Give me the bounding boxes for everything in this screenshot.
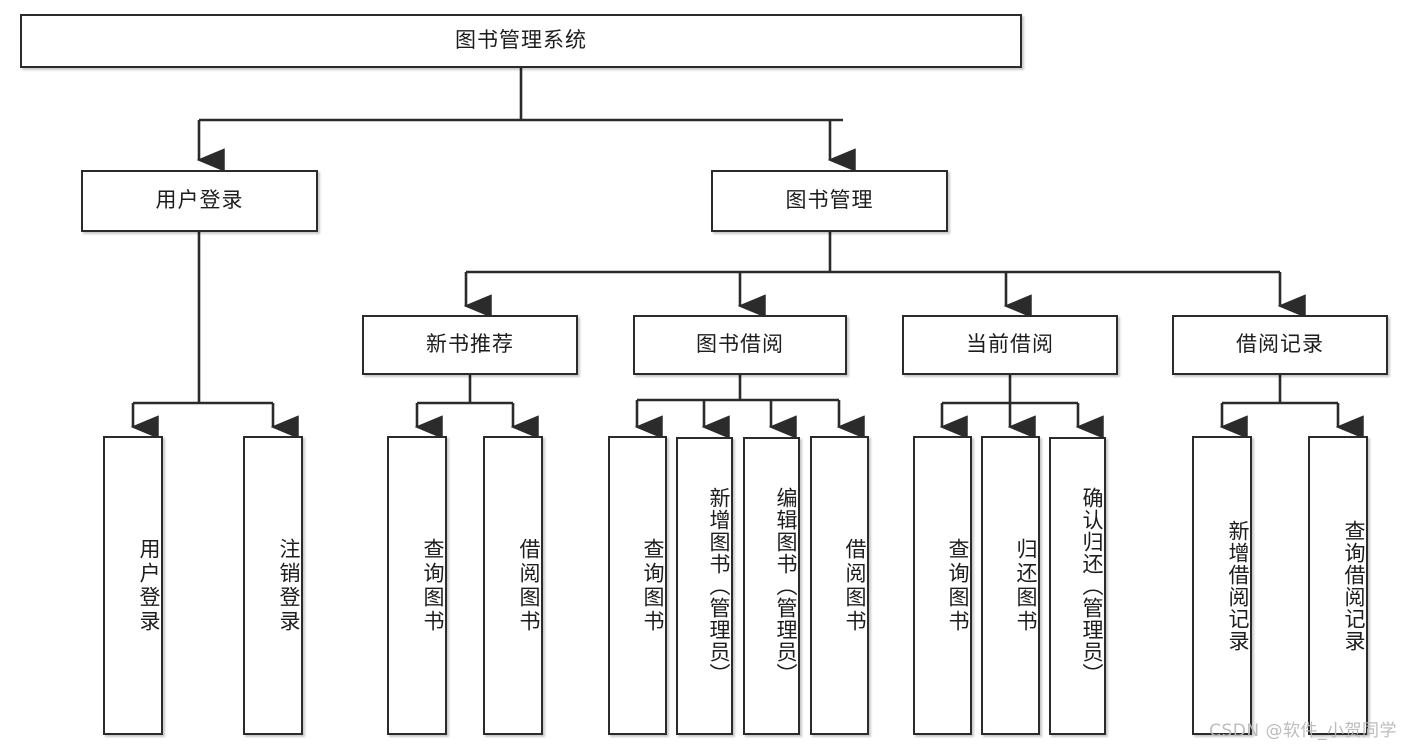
leaf-logout-login[interactable]: 注销登录 <box>243 436 303 735</box>
node-label: 图书管理系统 <box>455 28 587 53</box>
node-label: 归还图书 <box>1014 537 1038 634</box>
node-current-borrow[interactable]: 当前借阅 <box>902 315 1118 375</box>
leaf-return-book[interactable]: 归还图书 <box>981 436 1040 735</box>
node-label: 查询图书 <box>641 537 665 634</box>
leaf-add-borrow-record[interactable]: 新增借阅记录 <box>1192 436 1252 735</box>
node-label: 注销登录 <box>277 537 301 634</box>
node-label: 当前借阅 <box>966 332 1054 357</box>
leaf-user-login[interactable]: 用户登录 <box>103 436 163 735</box>
node-label: 查询图书 <box>421 537 445 634</box>
leaf-query-book-borrow[interactable]: 查询图书 <box>608 436 667 735</box>
node-label: 用户登录 <box>137 537 161 634</box>
node-label: 借阅记录 <box>1236 332 1324 357</box>
node-label: 借阅图书 <box>517 537 541 634</box>
node-label: 新增借阅记录 <box>1226 519 1250 652</box>
node-label: 借阅图书 <box>843 537 867 634</box>
node-label: 确认归还（管理员） <box>1080 487 1104 685</box>
node-new-book-recommend[interactable]: 新书推荐 <box>362 315 578 375</box>
leaf-edit-book-admin[interactable]: 编辑图书（管理员） <box>743 437 800 735</box>
node-book-borrow[interactable]: 图书借阅 <box>633 315 847 375</box>
node-label: 查询借阅记录 <box>1342 519 1366 652</box>
leaf-query-borrow-record[interactable]: 查询借阅记录 <box>1308 436 1368 735</box>
node-label: 新增图书（管理员） <box>707 487 731 685</box>
leaf-borrow-book-recommend[interactable]: 借阅图书 <box>483 436 543 735</box>
leaf-query-book-recommend[interactable]: 查询图书 <box>387 436 447 735</box>
node-label: 图书管理 <box>785 188 874 213</box>
csdn-watermark: CSDN @软件_小贺同学 <box>1209 721 1397 741</box>
leaf-borrow-book[interactable]: 借阅图书 <box>810 436 869 735</box>
node-book-management[interactable]: 图书管理 <box>711 170 948 232</box>
node-user-login[interactable]: 用户登录 <box>81 170 318 232</box>
node-label: 图书借阅 <box>696 332 784 357</box>
node-label: 用户登录 <box>155 188 244 213</box>
node-label: 编辑图书（管理员） <box>774 487 798 685</box>
node-root-book-management-system[interactable]: 图书管理系统 <box>20 14 1022 68</box>
leaf-query-book-current[interactable]: 查询图书 <box>913 436 972 735</box>
leaf-add-book-admin[interactable]: 新增图书（管理员） <box>676 437 733 735</box>
node-label: 查询图书 <box>946 537 970 634</box>
node-label: 新书推荐 <box>426 332 514 357</box>
leaf-confirm-return-admin[interactable]: 确认归还（管理员） <box>1049 437 1106 735</box>
node-borrow-records[interactable]: 借阅记录 <box>1172 315 1388 375</box>
